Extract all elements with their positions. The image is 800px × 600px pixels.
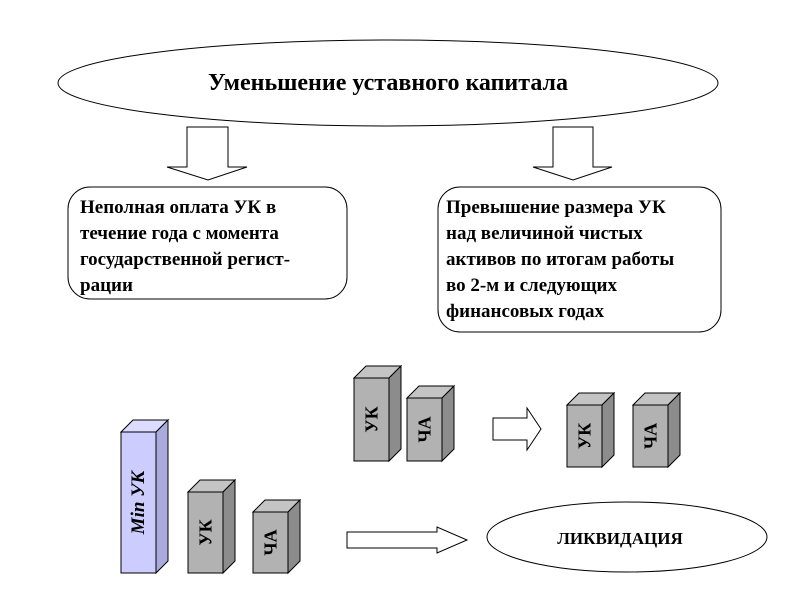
block-cha-bottom-front (252, 511, 289, 574)
left-condition-line: течение года с момента (80, 223, 279, 244)
right-condition-line: финансовых годах (446, 301, 605, 322)
block-min-uk-side (155, 418, 169, 575)
block-uk-top-right-side (601, 391, 615, 469)
block-cha-top-right-side (667, 391, 681, 469)
block-cha-bottom: ЧА (251, 498, 302, 575)
right-condition-box (437, 186, 722, 333)
liquidation-text: ЛИКВИДАЦИЯ (557, 529, 682, 548)
title-ellipse (57, 39, 719, 127)
right-condition-line: во 2-м и следующих (446, 275, 617, 296)
right-condition-line: активов по итогам работы (446, 249, 675, 270)
right-condition-line: над величиной чистых (446, 223, 643, 244)
left-condition-line: государственной регист- (80, 249, 291, 270)
block-cha-bottom-label: ЧА (261, 529, 281, 555)
block-uk-bottom-front (187, 491, 224, 574)
block-uk-top-left-label: УК (362, 406, 382, 432)
block-min-uk-label: Min УК (128, 470, 149, 536)
block-uk-bottom-side (222, 478, 236, 575)
block-uk-top-left-side (388, 364, 402, 463)
block-cha-top-right: ЧА (631, 391, 682, 469)
block-cha-top-left-label: ЧА (415, 416, 435, 442)
block-min-uk: Min УК (119, 418, 170, 575)
left-condition-box (67, 186, 348, 300)
block-uk-top-right: УК (565, 391, 616, 469)
block-uk-top-left: УК (352, 364, 403, 463)
block-uk-bottom: УК (186, 478, 237, 575)
liquidation-ellipse (486, 501, 768, 573)
block-cha-top-right-front (632, 404, 669, 468)
right-condition-text: Превышение размера УК над величиной чист… (446, 195, 674, 325)
block-cha-top-right-label: ЧА (641, 423, 661, 449)
left-condition-line: Неполная оплата УК в (80, 197, 277, 218)
block-cha-bottom-side (287, 498, 301, 575)
right-arrow-top-icon (492, 406, 542, 452)
down-arrow-right-icon (532, 126, 613, 181)
block-min-uk-front (120, 431, 157, 574)
right-condition-line: Превышение размера УК (446, 197, 666, 218)
down-arrow-left-icon (166, 126, 248, 181)
block-uk-top-left-front (353, 377, 390, 462)
block-cha-top-left: ЧА (405, 384, 456, 463)
title-text: Уменьшение уставного капитала (208, 70, 568, 96)
block-cha-top-left-front (406, 397, 443, 462)
block-uk-top-right-front (566, 404, 603, 468)
left-condition-text: Неполная оплата УК в течение года с моме… (80, 195, 290, 299)
block-uk-bottom-label: УК (196, 519, 216, 545)
right-arrow-bottom-icon (346, 526, 469, 554)
left-condition-line: рации (80, 275, 133, 296)
block-uk-top-right-label: УК (575, 423, 595, 449)
block-cha-top-left-side (441, 384, 455, 463)
